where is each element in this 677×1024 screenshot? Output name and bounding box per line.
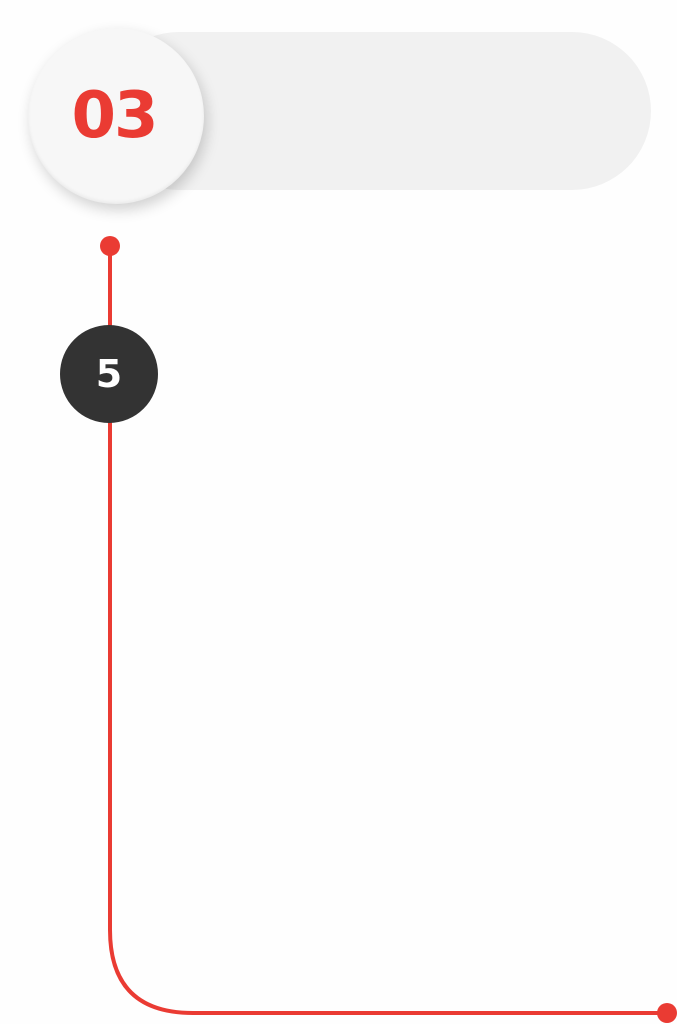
step-number-badge: 5 [60,325,158,423]
timeline-line [108,244,669,1015]
timeline-start-dot [100,236,120,256]
section-number: 03 [71,79,158,153]
step-number: 5 [95,352,123,396]
timeline-end-dot [657,1003,677,1023]
section-number-badge: 03 [28,28,204,204]
